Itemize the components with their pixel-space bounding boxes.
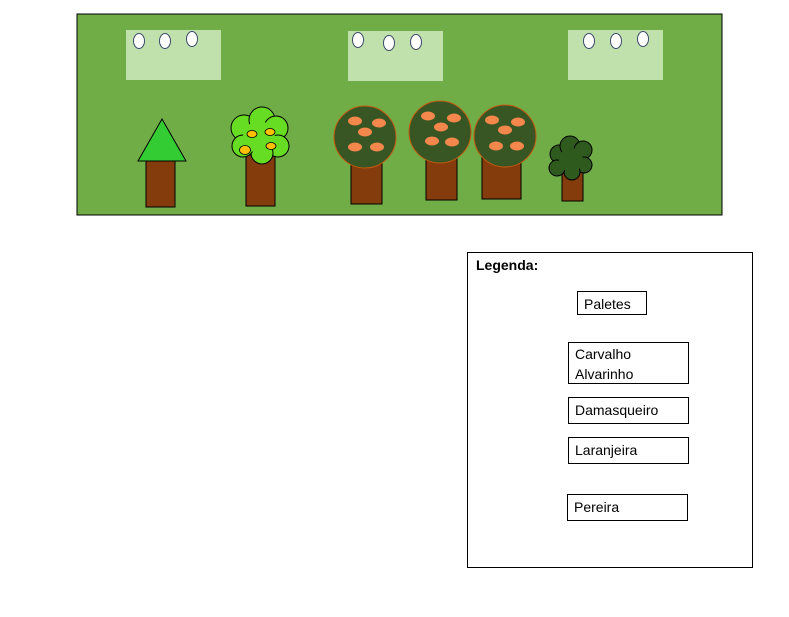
legend-label-paletes: Paletes	[577, 291, 647, 315]
tree-laranjeira-1	[333, 105, 397, 205]
palete-2	[348, 31, 443, 81]
tree-carvalho	[137, 117, 187, 208]
tree-laranjeira-3	[473, 104, 537, 200]
palete-1	[126, 30, 221, 80]
tree-laranjeira-2	[408, 100, 472, 201]
tree-pereira	[548, 135, 593, 202]
legend-label-pereira: Pereira	[567, 494, 688, 521]
legend-label-carvalho: Carvalho Alvarinho	[568, 342, 689, 384]
tree-damasqueiro	[230, 106, 290, 207]
legend-label-laranjeira: Laranjeira	[568, 437, 689, 464]
legend-title: Legenda:	[476, 257, 539, 273]
palete-3	[568, 30, 663, 80]
legend-label-damasqueiro: Damasqueiro	[568, 397, 689, 424]
